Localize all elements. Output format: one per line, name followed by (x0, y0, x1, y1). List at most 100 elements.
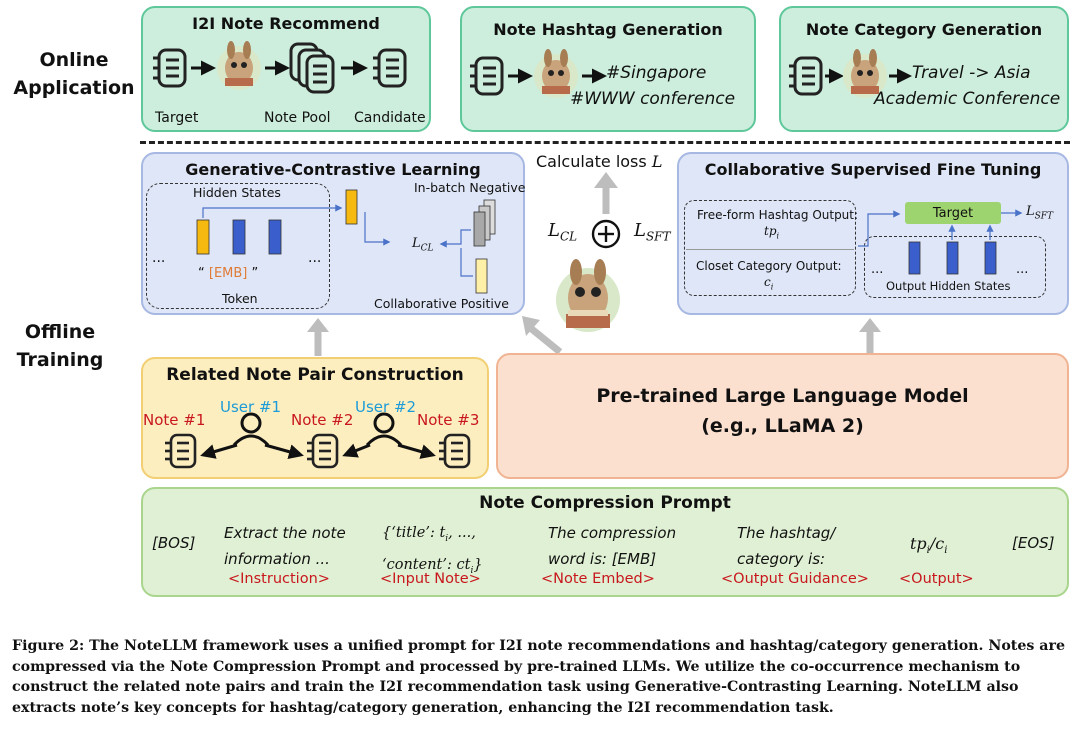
i2i-title: I2I Note Recommend (192, 14, 380, 33)
i2i-target-label: Target (155, 110, 199, 126)
pretrained-llm-panel: Pre-trained Large Language Model (e.g., … (496, 353, 1069, 479)
csft-output-box (684, 200, 856, 296)
gcl-graphic (196, 189, 496, 294)
llama-mascot-icon (534, 49, 578, 98)
csft-lsft: LSFT (1026, 204, 1054, 222)
output-hidden-bar (946, 241, 959, 275)
note-compression-prompt-panel: Note Compression Prompt (141, 487, 1069, 597)
category-note-icon (789, 56, 823, 96)
output-hidden-states-box (864, 236, 1046, 298)
in-batch-negative-stack (473, 199, 496, 247)
candidate-note-icon (373, 48, 407, 88)
prompt-embed-text: The compression word is: [EMB] (548, 524, 677, 568)
llm-to-gcl-arrow (525, 323, 563, 355)
tag-output-guidance: <Output Guidance> (721, 571, 869, 587)
collaborative-positive-label: Collaborative Positive (374, 296, 509, 311)
gcl-hidden-states-box (146, 183, 330, 309)
hidden-state-bar (268, 219, 282, 255)
gcl-lcl-label: LCL (412, 236, 434, 254)
emb-output-bar (345, 189, 358, 225)
free-form-hashtag-label: Free-form Hashtag Output: (697, 208, 859, 222)
note-1-icon (165, 433, 197, 469)
output-hidden-bar (984, 241, 997, 275)
in-batch-negative-label: In-batch Negative (414, 180, 526, 195)
loss-arrows (522, 172, 621, 355)
csft-title: Collaborative Supervised Fine Tuning (704, 160, 1042, 179)
loss-lcl: LCL (548, 220, 578, 244)
hashtag-note-icon (470, 56, 504, 96)
csft-target-label: Target (932, 206, 974, 221)
category-output-1: Travel -> Asia (912, 63, 1031, 83)
gcl-title: Generative-Contrastive Learning (185, 160, 481, 179)
i2i-flow-graphic (153, 41, 407, 94)
i2i-note-pool-label: Note Pool (264, 110, 331, 126)
i2i-candidate-label: Candidate (354, 110, 426, 126)
csft-graphic (858, 202, 1023, 275)
hashtag-flow-graphic (470, 49, 607, 98)
emb-to-top-connector (202, 204, 343, 218)
target-box (905, 202, 1001, 224)
collaborative-positive-bar (475, 258, 488, 294)
offline-up-arrows (307, 318, 881, 356)
hashtag-title: Note Hashtag Generation (493, 20, 723, 39)
gcl-right-ellipsis: ... (308, 250, 322, 266)
calculate-loss-label: Calculate loss L (536, 152, 663, 171)
prompt-guidance-text: The hashtag/ category is: (737, 524, 836, 568)
category-generation-panel: Note Category Generation (779, 6, 1069, 132)
hashtag-generation-panel: Note Hashtag Generation (460, 6, 756, 132)
csft-ellipsis-right: ... (1016, 262, 1029, 277)
i2i-note-recommend-panel: I2I Note Recommend (141, 6, 431, 132)
emb-to-lcl-arrow (364, 212, 391, 246)
positive-to-lcl-arrow (460, 248, 473, 277)
online-application-label: Online Application (13, 49, 135, 99)
figure-caption: Figure 2: The NoteLLM framework uses a u… (12, 638, 1066, 716)
target-note-icon (153, 48, 187, 88)
gcl-hidden-states-label: Hidden States (193, 185, 281, 200)
user-1-icon (232, 412, 270, 447)
negative-to-lcl-arrow (439, 229, 471, 248)
csft-box-divider (686, 249, 854, 250)
related-note-pair-panel: Related Note Pair Construction (141, 357, 489, 479)
llama-mascot-icon (217, 41, 261, 90)
prompt-bos: [BOS] (152, 534, 196, 552)
user-2-label: User #2 (355, 398, 417, 416)
tag-input-note: <Input Note> (380, 571, 481, 587)
tag-output: <Output> (899, 571, 974, 587)
offline-training-label: Offline Training (16, 321, 104, 371)
closet-c: ci (764, 275, 774, 292)
hashtag-output-1: #Singapore (606, 63, 707, 83)
online-offline-divider (140, 141, 1070, 144)
csft-ellipsis-left: ... (871, 262, 884, 277)
loss-lsft: LSFT (634, 220, 671, 244)
hidden-state-bar-emb (196, 219, 210, 255)
note-3-icon (439, 433, 471, 469)
hashtag-output-2: #WWW conference (570, 89, 736, 109)
note-2-label: Note #2 (291, 411, 354, 429)
central-llama-mascot-icon (556, 259, 620, 332)
prompt-input-note-text: {‘title’: ti, ..., ‘content’: cti} (382, 525, 483, 576)
user-1-label: User #1 (220, 398, 282, 416)
prompt-eos: [EOS] (1012, 534, 1055, 552)
note-pool-icon (289, 42, 335, 94)
tag-instruction: <Instruction> (228, 571, 330, 587)
category-title: Note Category Generation (805, 20, 1043, 39)
note-2-icon (307, 433, 339, 469)
gcl-left-ellipsis: ... (152, 250, 166, 266)
prompt-title: Note Compression Prompt (479, 493, 731, 513)
prompt-output-text: tpi/ci (910, 534, 948, 557)
category-flow-graphic (789, 49, 912, 98)
note-3-label: Note #3 (417, 411, 480, 429)
output-hidden-bar (908, 241, 921, 275)
closet-category-label: Closet Category Output: (696, 259, 842, 273)
box-to-target-arrow (858, 210, 901, 247)
output-hidden-states-label: Output Hidden States (886, 279, 1011, 293)
llama-mascot-icon (843, 49, 887, 98)
pair-title: Related Note Pair Construction (166, 365, 464, 385)
note-1-label: Note #1 (143, 411, 206, 429)
free-form-tp: tpi (764, 224, 780, 241)
llm-line-2: (e.g., LLaMA 2) (701, 415, 864, 437)
category-output-2: Academic Conference (874, 89, 1061, 109)
csft-panel: Collaborative Supervised Fine Tuning (677, 152, 1069, 315)
gcl-emb-token: “ [EMB] ” (198, 266, 259, 281)
prompt-instruction-text: Extract the note information ... (224, 524, 346, 568)
